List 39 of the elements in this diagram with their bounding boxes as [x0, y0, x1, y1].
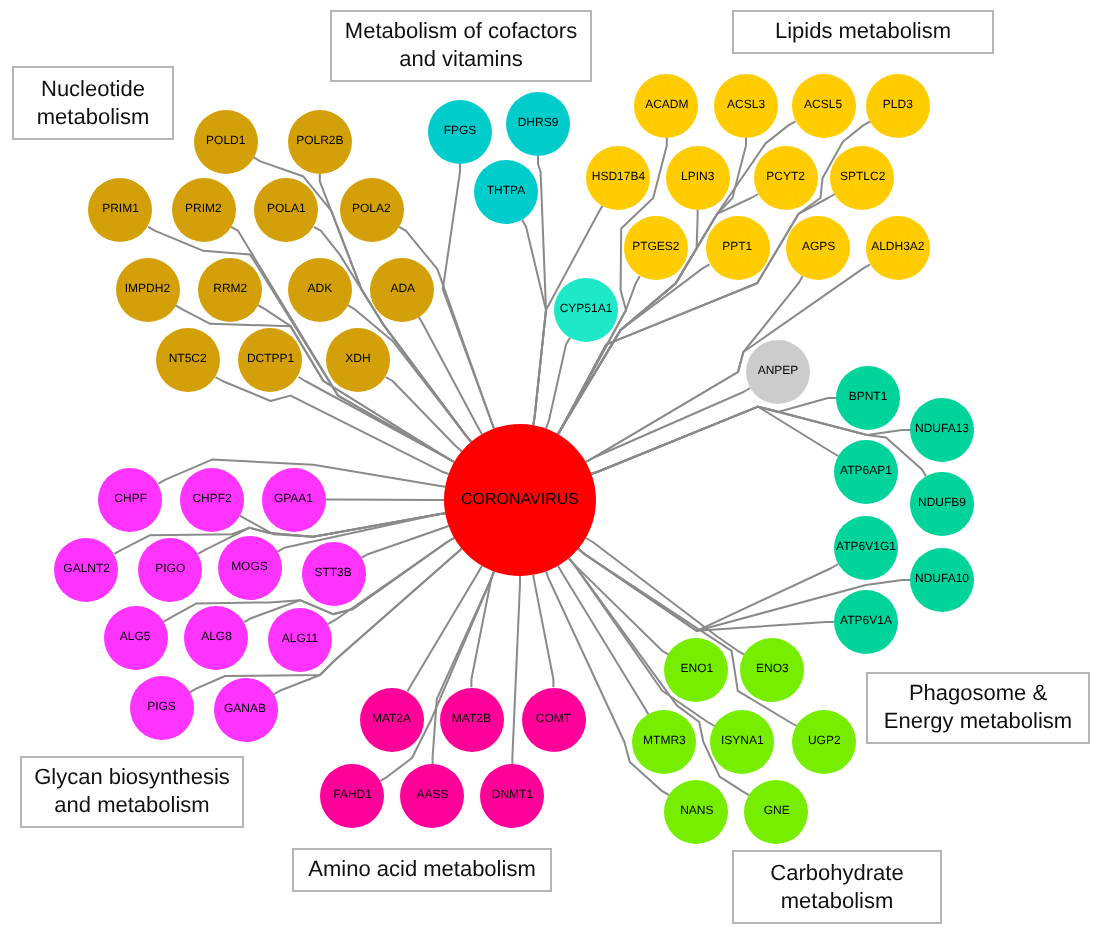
- category-label-box: [292, 848, 552, 892]
- connector-line: [431, 570, 495, 766]
- connector-line: [417, 316, 483, 436]
- category-label: Nucleotide metabolism: [34, 75, 152, 131]
- category-label: Metabolism of cofactors and vitamins: [342, 18, 580, 74]
- connector-line: [271, 547, 463, 696]
- connector-line: [346, 304, 473, 443]
- connector-line: [545, 570, 671, 797]
- connector-line: [406, 564, 483, 693]
- category-label: Phagosome & Energy metabolism: [881, 680, 1075, 736]
- category-label-box: [330, 10, 592, 82]
- category-label-box: [866, 672, 1090, 744]
- connector-line: [584, 537, 746, 656]
- category-label-box: [12, 66, 174, 140]
- connector-line: [297, 376, 456, 463]
- connector-line: [577, 547, 798, 727]
- connector-line: [532, 573, 555, 689]
- connector-line: [441, 163, 495, 430]
- connector-line: [567, 557, 750, 797]
- category-label-box: [20, 756, 244, 828]
- gene-name: CORONAVIRUS: [461, 490, 579, 510]
- connector-line: [359, 525, 450, 560]
- connector-line: [276, 512, 447, 553]
- connector-line: [545, 336, 571, 430]
- connector-line: [532, 204, 604, 427]
- category-label: Glycan biosynthesis and metabolism: [32, 764, 232, 820]
- connector-line: [557, 564, 650, 716]
- connector-line: [326, 537, 456, 626]
- category-label-box: [732, 10, 994, 54]
- connector-line: [324, 498, 445, 501]
- connector-line: [214, 376, 450, 475]
- connector-line: [584, 387, 752, 463]
- category-label: Amino acid metabolism: [308, 856, 536, 884]
- category-label-box: [732, 850, 942, 924]
- category-label: Carbohydrate metabolism: [768, 859, 906, 915]
- connector-line: [384, 376, 463, 453]
- category-label: Lipids metabolism: [774, 18, 952, 46]
- connector-line: [511, 575, 521, 766]
- connector-line: [157, 458, 447, 488]
